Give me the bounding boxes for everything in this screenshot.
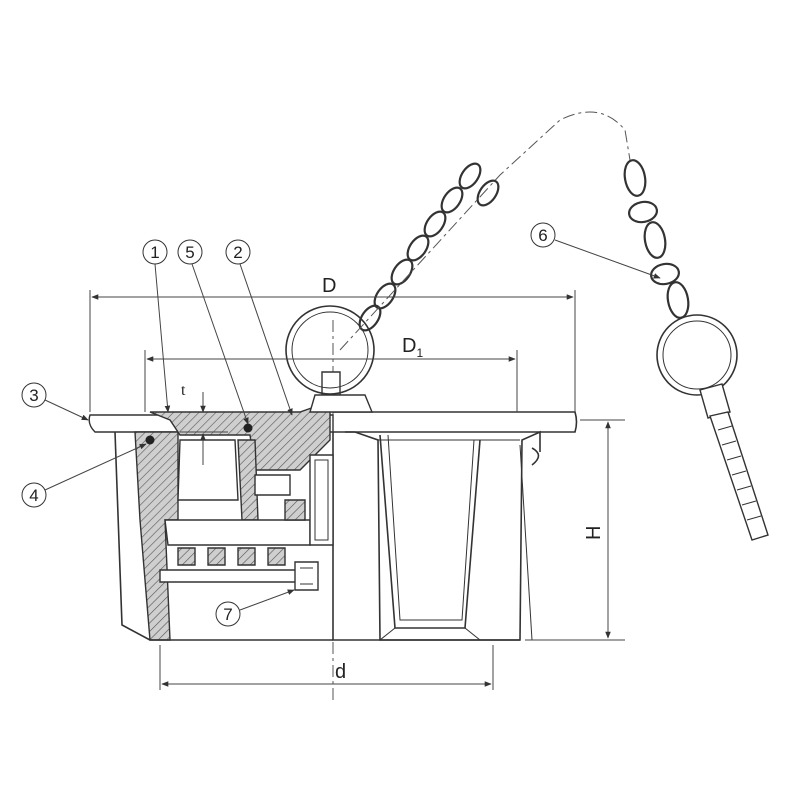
o-ring-right: [243, 423, 253, 433]
callout-4-circle: [21, 482, 47, 508]
dim-label-D1: D1: [402, 335, 423, 360]
callout-6-label: 6: [538, 226, 547, 245]
dim-label-t: t: [181, 382, 186, 399]
lower-ring: [656, 314, 738, 396]
callout-3-label: 3: [29, 386, 38, 405]
dim-label-d: d: [335, 661, 346, 683]
callouts: 1 5 2 3 4 6 7: [21, 222, 661, 627]
dim-label-H: H: [583, 526, 605, 540]
callout-2-label: 2: [233, 243, 242, 262]
callout-7-circle: [215, 601, 241, 627]
callout-7-label: 7: [223, 605, 232, 624]
chain-assembly: [285, 111, 769, 541]
callout-5-circle: [177, 239, 203, 265]
pull-ring: [285, 305, 375, 395]
plug-outer-view: [332, 411, 578, 641]
plug-section-view: [88, 371, 374, 641]
callout-6-circle: [530, 222, 556, 248]
dimension-lines: [89, 290, 625, 690]
callout-3-circle: [21, 382, 47, 408]
callout-1-label: 1: [150, 243, 159, 262]
callout-2-circle: [225, 239, 251, 265]
callout-5-label: 5: [185, 243, 194, 262]
callout-1-circle: [142, 239, 168, 265]
o-ring-left: [145, 435, 155, 445]
dim-label-D: D: [322, 275, 336, 297]
callout-4-label: 4: [29, 486, 38, 505]
